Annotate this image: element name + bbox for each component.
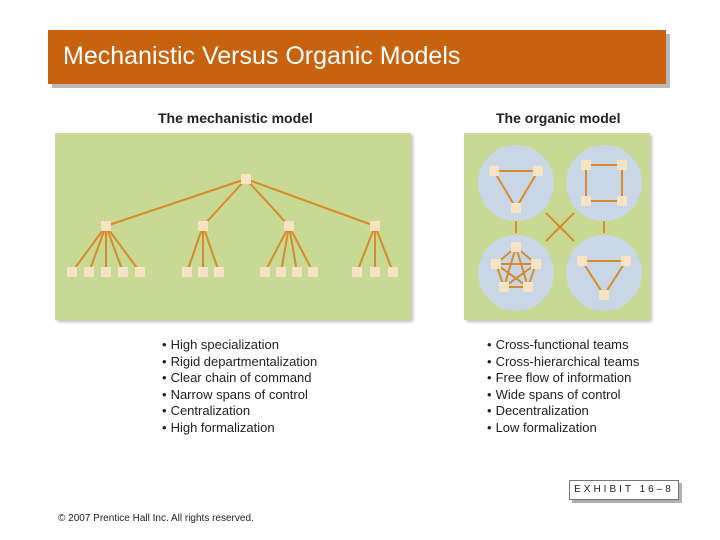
- list-item: Cross-functional teams: [487, 337, 639, 354]
- leaf-node: [101, 267, 111, 277]
- leaf-node: [352, 267, 362, 277]
- leaf-node: [118, 267, 128, 277]
- leaf-node: [292, 267, 302, 277]
- title-bar: Mechanistic Versus Organic Models: [48, 30, 666, 84]
- list-item: Narrow spans of control: [162, 387, 317, 404]
- list-item: Clear chain of command: [162, 370, 317, 387]
- team-circle-4: [566, 235, 642, 311]
- hierarchy-tree: [67, 174, 398, 277]
- team-circle-1: [478, 145, 554, 221]
- list-item: Free flow of information: [487, 370, 639, 387]
- leaf-node: [260, 267, 270, 277]
- top-node: [241, 174, 251, 184]
- mid-node-3: [284, 221, 294, 231]
- mechanistic-heading: The mechanistic model: [158, 110, 313, 126]
- mid-node-1: [101, 221, 111, 231]
- list-item: Cross-hierarchical teams: [487, 354, 640, 371]
- leaf-node: [214, 267, 224, 277]
- mid-node-2: [198, 221, 208, 231]
- list-item: High formalization: [162, 420, 317, 437]
- list-item: Decentralization: [487, 403, 639, 420]
- exhibit-label: EXHIBIT 16–8: [569, 480, 679, 500]
- leaf-node: [67, 267, 77, 277]
- leaf-node: [370, 267, 380, 277]
- leaf-node: [135, 267, 145, 277]
- organic-heading: The organic model: [496, 110, 621, 126]
- copyright-notice: © 2007 Prentice Hall Inc. All rights res…: [58, 513, 254, 524]
- list-item: Rigid departmentalization: [162, 354, 318, 371]
- leaf-node: [276, 267, 286, 277]
- organic-diagram: [464, 133, 650, 320]
- list-item: Centralization: [162, 403, 317, 420]
- leaf-node: [308, 267, 318, 277]
- leaf-node: [198, 267, 208, 277]
- mid-node-4: [370, 221, 380, 231]
- team-circle-2: [566, 145, 642, 221]
- list-item: Low formalization: [487, 420, 639, 437]
- team-circle-3: [478, 235, 554, 311]
- organic-bullet-list: Cross-functional teams Cross-hierarchica…: [487, 337, 640, 437]
- leaf-node: [182, 267, 192, 277]
- list-item: Wide spans of control: [487, 387, 639, 404]
- mechanistic-diagram: [55, 133, 411, 320]
- exhibit-text: EXHIBIT 16–8: [574, 484, 674, 495]
- slide-title: Mechanistic Versus Organic Models: [63, 42, 461, 70]
- mechanistic-bullet-list: High specialization Rigid departmentaliz…: [162, 337, 318, 437]
- list-item: High specialization: [162, 337, 317, 354]
- leaf-node: [84, 267, 94, 277]
- team-network: [478, 145, 642, 311]
- leaf-node: [388, 267, 398, 277]
